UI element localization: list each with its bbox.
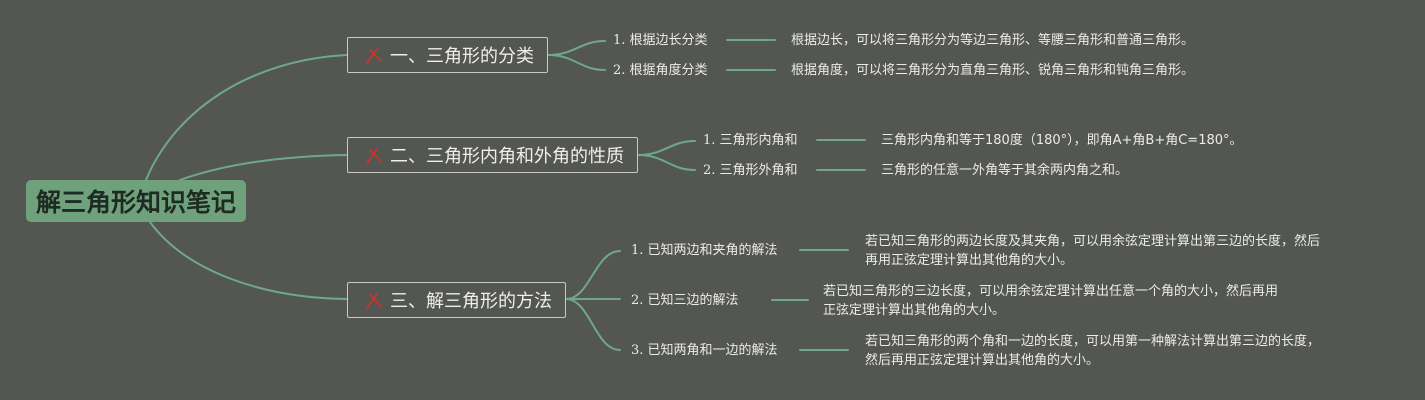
- subtopic-by-side-length[interactable]: 1. 根据边长分类: [613, 33, 708, 48]
- pencil-ruler-icon: [366, 293, 382, 309]
- connector-b3-i3: [565, 298, 621, 351]
- branch-label: 一、三角形的分类: [390, 46, 534, 67]
- note-two-sides-included-angle: 若已知三角形的两边长度及其夹角，可以用余弦定理计算出第三边的长度，然后 再用正弦…: [865, 232, 1320, 270]
- note-two-angles-one-side: 若已知三角形的两个角和一边的长度，可以用第一种解法计算出第三边的长度， 然后再用…: [865, 332, 1320, 370]
- branch-label: 二、三角形内角和外角的性质: [390, 146, 624, 167]
- connector-root-branch-2: [179, 154, 348, 181]
- subtopic-three-sides[interactable]: 2. 已知三边的解法: [631, 293, 739, 308]
- note-three-sides: 若已知三角形的三边长度，可以用余弦定理计算出任意一个角的大小，然后再用 正弦定理…: [823, 282, 1278, 320]
- subtopic-interior-angle-sum[interactable]: 1. 三角形内角和: [703, 133, 798, 148]
- note-line: 然后再用正弦定理计算出其他角的大小。: [865, 353, 1100, 368]
- branch-solving-methods[interactable]: 三、解三角形的方法: [347, 282, 566, 318]
- note-line: 若已知三角形的两个角和一边的长度，可以用第一种解法计算出第三边的长度，: [865, 334, 1321, 349]
- subtopic-exterior-angle-sum[interactable]: 2. 三角形外角和: [703, 163, 798, 178]
- note-line: 三角形的任意一外角等于其余两内角之和。: [881, 163, 1129, 178]
- connector-b3-i1: [565, 250, 621, 300]
- connector-b2-i2: [637, 154, 696, 171]
- note-line: 正弦定理计算出其他角的大小。: [823, 303, 1006, 318]
- branch-triangle-classification[interactable]: 一、三角形的分类: [347, 37, 548, 73]
- note-line: 若已知三角形的两边长度及其夹角，可以用余弦定理计算出第三边的长度，然后: [865, 234, 1321, 249]
- subtopic-by-angle[interactable]: 2. 根据角度分类: [613, 63, 708, 78]
- branch-label: 三、解三角形的方法: [390, 291, 552, 312]
- note-line: 根据角度，可以将三角形分为直角三角形、锐角三角形和钝角三角形。: [791, 63, 1195, 78]
- subtopic-two-angles-one-side[interactable]: 3. 已知两角和一边的解法: [631, 343, 778, 358]
- connector-root-branch-3: [149, 221, 348, 300]
- branch-angle-properties[interactable]: 二、三角形内角和外角的性质: [347, 137, 638, 173]
- note-line: 若已知三角形的三边长度，可以用余弦定理计算出任意一个角的大小，然后再用: [823, 284, 1279, 299]
- connector-b2-i1: [637, 140, 696, 156]
- subtopic-two-sides-included-angle[interactable]: 1. 已知两边和夹角的解法: [631, 243, 778, 258]
- note-interior-angle-sum: 三角形内角和等于180度（180°），即角A+角B+角C=180°。: [881, 131, 1243, 150]
- note-line: 再用正弦定理计算出其他角的大小。: [865, 253, 1074, 268]
- note-exterior-angle-sum: 三角形的任意一外角等于其余两内角之和。: [881, 161, 1128, 180]
- connector-root-branch-1: [145, 54, 348, 181]
- pencil-ruler-icon: [366, 148, 382, 164]
- connector-b1-i1: [547, 40, 606, 56]
- note-by-side-length: 根据边长，可以将三角形分为等边三角形、等腰三角形和普通三角形。: [791, 31, 1194, 50]
- note-line: 三角形内角和等于180度（180°），即角A+角B+角C=180°。: [881, 133, 1243, 148]
- note-by-angle: 根据角度，可以将三角形分为直角三角形、锐角三角形和钝角三角形。: [791, 61, 1194, 80]
- root-topic[interactable]: 解三角形知识笔记: [26, 180, 246, 222]
- note-line: 根据边长，可以将三角形分为等边三角形、等腰三角形和普通三角形。: [791, 33, 1195, 48]
- pencil-ruler-icon: [366, 48, 382, 64]
- connector-b1-i2: [547, 54, 606, 71]
